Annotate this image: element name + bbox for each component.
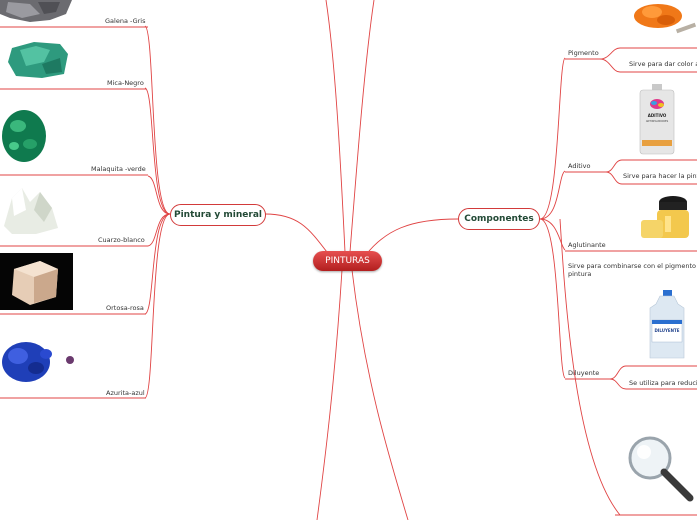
component-desc-aditivo[interactable]: Sirve para hacer la pintura bbox=[623, 172, 697, 180]
malaquita-mineral-image bbox=[2, 110, 46, 162]
mineral-label-azurita[interactable]: Azurita-azul bbox=[106, 389, 145, 397]
component-label-diluyente[interactable]: Diluyente bbox=[568, 369, 600, 377]
mica-mineral-image bbox=[8, 42, 68, 78]
component-desc-aglutinante-line2[interactable]: pintura bbox=[568, 270, 592, 278]
component-desc-pigmento[interactable]: Sirve para dar color a dis bbox=[629, 60, 697, 68]
mineral-label-cuarzo[interactable]: Cuarzo-blanco bbox=[98, 236, 145, 244]
branch-componentes[interactable]: Componentes bbox=[458, 208, 540, 230]
mineral-label-mica[interactable]: Mica-Negro bbox=[107, 79, 144, 87]
component-desc-aglutinante[interactable]: Sirve para combinarse con el pigmento y … bbox=[568, 262, 697, 270]
component-label-aglutinante[interactable]: Aglutinante bbox=[568, 241, 606, 249]
link-root-down-b bbox=[351, 269, 409, 520]
aglutinante-jar-image bbox=[641, 196, 689, 238]
diluyente-bottle-image: DILUYENTE bbox=[646, 290, 688, 362]
mineral-label-malaquita[interactable]: Malaquita -verde bbox=[91, 165, 146, 173]
mineral-label-ortosa[interactable]: Ortosa-rosa bbox=[106, 304, 144, 312]
azurita-mineral-image bbox=[2, 342, 74, 382]
pigmento-powder-image bbox=[620, 0, 697, 46]
link-root-up-b bbox=[349, 0, 375, 253]
component-desc-diluyente[interactable]: Se utiliza para reducir el bbox=[629, 379, 697, 387]
link-root-up-a bbox=[325, 0, 346, 253]
diluyente-bottle-label: DILUYENTE bbox=[654, 328, 680, 333]
mineral-label-galena[interactable]: Galena -Gris bbox=[105, 17, 146, 25]
link-root-down-a bbox=[316, 269, 343, 520]
aditivo-can-label: ADITIVO bbox=[647, 113, 667, 118]
link-root-left bbox=[264, 213, 331, 257]
aditivo-can-image: ADITIVO ANTISEGUIDORES bbox=[634, 84, 680, 158]
cuarzo-mineral-image bbox=[4, 188, 58, 234]
magnifying-glass-icon bbox=[628, 436, 694, 502]
aditivo-can-sublabel: ANTISEGUIDORES bbox=[645, 120, 669, 123]
link-root-right bbox=[364, 218, 459, 257]
component-label-aditivo[interactable]: Aditivo bbox=[568, 162, 591, 170]
galena-mineral-image bbox=[0, 0, 72, 22]
ortosa-mineral-image bbox=[0, 253, 73, 310]
component-label-pigmento[interactable]: Pigmento bbox=[568, 49, 599, 57]
root-node[interactable]: PINTURAS bbox=[313, 251, 382, 271]
branch-pintura-y-mineral[interactable]: Pintura y mineral bbox=[170, 204, 266, 226]
